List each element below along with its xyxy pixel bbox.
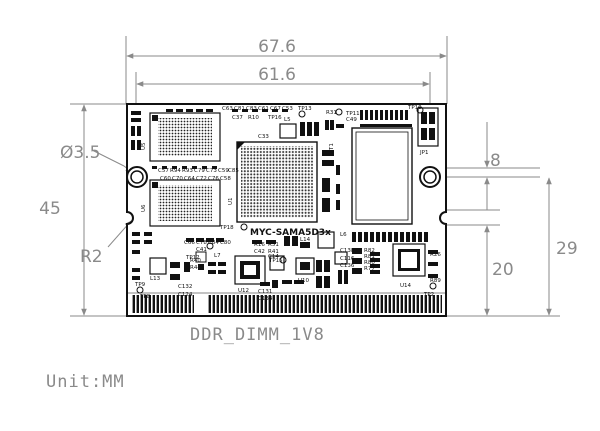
dim-notch-radius: R2 — [80, 247, 103, 267]
label-tp18: TP18 — [219, 225, 234, 231]
dim-right-8: 8 — [490, 151, 501, 171]
label-c53: C53 — [282, 106, 293, 112]
dim-hole-span: 61.6 — [258, 65, 296, 85]
label-r44: R44 — [190, 265, 201, 271]
label-c76: C76 — [208, 176, 219, 182]
label-c80: C80 — [220, 240, 231, 246]
label-t1: T1 — [329, 143, 335, 151]
label-c42: C42 — [254, 249, 265, 255]
model-label: MYC-SAMA5D3x — [250, 228, 331, 238]
label-c70: C70 — [172, 176, 183, 182]
label-c59: C59 — [218, 168, 229, 174]
unit-label: Unit:MM — [46, 372, 125, 392]
label-u14: U14 — [400, 283, 412, 289]
label-c81: C81 — [234, 106, 245, 112]
label-tp8: TP8 — [139, 294, 151, 300]
label-r41: R41 — [268, 249, 279, 255]
label-tp11: TP11 — [345, 111, 360, 117]
chip-u10 — [295, 257, 315, 275]
footprint-label: DDR_DIMM_1V8 — [190, 325, 325, 345]
dim-right-20: 20 — [492, 260, 514, 280]
label-u10: U10 — [298, 278, 310, 284]
label-c116: C116 — [340, 256, 355, 262]
label-r77: R77 — [364, 266, 375, 272]
label-c138: C138 — [340, 248, 355, 254]
label-r26: R26 — [430, 252, 441, 258]
passive-components — [131, 106, 438, 294]
label-l13: L13 — [150, 276, 161, 282]
label-c41: C41 — [196, 247, 207, 253]
ddr-chip-u5 — [149, 112, 221, 162]
label-tp13: TP13 — [297, 106, 312, 112]
flash-chip — [351, 127, 413, 225]
mounting-hole-right — [419, 166, 441, 188]
label-u12: U12 — [238, 288, 249, 294]
ddr-chip-u6 — [149, 179, 221, 227]
label-tp12: TP12 — [185, 255, 200, 261]
label-c58: C58 — [220, 176, 231, 182]
label-u5: U5 — [141, 142, 147, 150]
dim-hole-diameter: Ø3.5 — [60, 143, 100, 163]
label-c67: C67 — [270, 106, 281, 112]
label-c33: C33 — [258, 134, 269, 140]
label-c57: C57 — [158, 168, 169, 174]
label-r93: R93 — [182, 168, 193, 174]
label-c60: C60 — [160, 176, 171, 182]
label-r51: R51 — [268, 242, 279, 248]
label-c132: C132 — [178, 284, 192, 290]
label-r81: R81 — [364, 254, 375, 260]
label-c64: C64 — [184, 176, 195, 182]
label-c49: C49 — [346, 117, 357, 123]
label-c14: C14 — [268, 254, 279, 260]
label-tp15: TP15 — [268, 258, 283, 264]
cpu-chip-u1 — [236, 141, 318, 223]
label-jp1: JP1 — [419, 150, 428, 156]
dim-right-29: 29 — [556, 239, 578, 259]
dim-height: 45 — [39, 199, 61, 219]
label-tp10: TP10 — [407, 105, 422, 111]
label-r94: R94 — [170, 168, 181, 174]
label-c66: C66 — [184, 240, 195, 246]
label-c78: C78 — [196, 240, 207, 246]
label-c83: C83 — [246, 106, 257, 112]
label-u1: U1 — [228, 197, 234, 205]
label-c37: C37 — [232, 115, 243, 121]
chip-u14 — [392, 243, 426, 277]
label-c63: C63 — [222, 106, 233, 112]
label-c136: C136 — [340, 263, 355, 269]
label-tp16: TP16 — [267, 115, 282, 121]
label-r31: R31 — [326, 110, 337, 116]
chip-u12 — [234, 255, 266, 285]
label-l6: L6 — [340, 232, 347, 238]
label-r40: R40 — [190, 258, 201, 264]
label-r82: R82 — [364, 248, 375, 254]
label-c124: C124 — [178, 292, 193, 298]
label-r16: R16 — [254, 242, 265, 248]
label-r89: R89 — [430, 278, 441, 284]
label-c85: C85 — [228, 168, 239, 174]
jumper-jp1 — [417, 107, 439, 147]
silkscreen-labels: U5 U6 U1 U12 U10 U14 L5 L14 L13 L6 L7 T1… — [134, 105, 441, 302]
label-c131: C131 — [258, 289, 272, 295]
edge-connector — [127, 292, 446, 313]
label-l7: L7 — [214, 253, 221, 259]
label-c72: C72 — [196, 176, 207, 182]
label-u6: U6 — [141, 204, 147, 212]
label-c73: C73 — [206, 168, 217, 174]
label-c84: C84 — [208, 240, 219, 246]
label-c61: C61 — [258, 106, 269, 112]
label-l14: L14 — [300, 237, 311, 243]
label-c79: C79 — [194, 168, 205, 174]
dim-overall-width: 67.6 — [258, 37, 296, 57]
label-r80: R80 — [364, 260, 375, 266]
label-l5: L5 — [284, 117, 291, 123]
label-c134: C134 — [258, 296, 273, 302]
mounting-hole-left — [126, 166, 148, 188]
label-tp2: TP2 — [423, 292, 434, 298]
label-r10: R10 — [248, 115, 259, 121]
label-tp9: TP9 — [134, 282, 146, 288]
